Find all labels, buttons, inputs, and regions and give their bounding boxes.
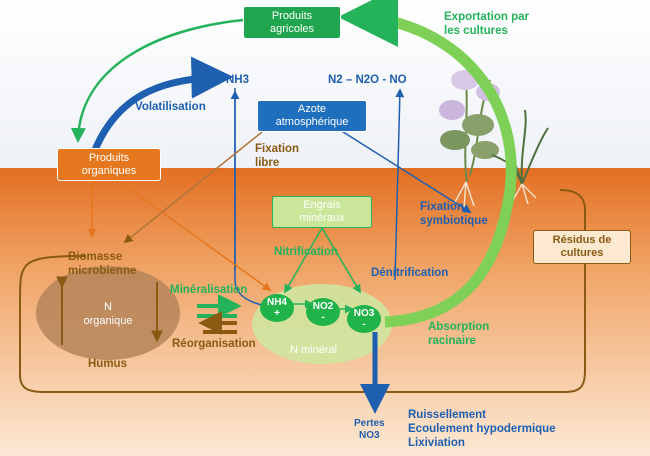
no3-ion: NO3 - <box>347 305 381 333</box>
exportation-label: Exportation par les cultures <box>444 11 529 37</box>
humus-label: Humus <box>88 358 127 370</box>
azote-atmospherique-box: Azote atmosphérique <box>257 100 367 132</box>
ruissellement-label: Ruissellement Ecoulement hypodermique Li… <box>408 409 556 449</box>
nitrification-label: Nitrification <box>274 246 338 258</box>
engrais-mineraux-box: Engrais minéraux <box>272 196 372 228</box>
produits-organiques-box: Produits organiques <box>57 148 161 181</box>
biomasse-label: Biomasse microbienne <box>68 251 137 277</box>
absorption-label: Absorption racinaire <box>428 321 490 347</box>
mineralisation-label: Minéralisation <box>170 284 248 296</box>
volatilisation-label: Volatilisation <box>135 101 206 113</box>
nh4-ion: NH4 + <box>260 294 294 322</box>
residus-cultures-box: Résidus de cultures <box>533 230 631 264</box>
produits-agricoles-box: Produits agricoles <box>243 6 341 39</box>
n-organique-pool <box>36 266 180 360</box>
fixation-symbiotique-label: Fixation symbiotique <box>420 201 488 227</box>
denitrification-label: Dénitrification <box>371 267 449 279</box>
nh3-label: NH3 <box>226 74 250 86</box>
n-mineral-label: N minéral <box>290 344 338 356</box>
n2-n2o-no-label: N2 – N2O - NO <box>328 74 407 86</box>
pertes-label: Pertes NO3 <box>354 418 385 441</box>
fixation-libre-label: Fixation libre <box>255 143 300 169</box>
reorganisation-label: Réorganisation <box>172 338 256 350</box>
no2-ion: NO2 - <box>306 298 340 326</box>
n-organique-label: N organique <box>83 301 133 327</box>
